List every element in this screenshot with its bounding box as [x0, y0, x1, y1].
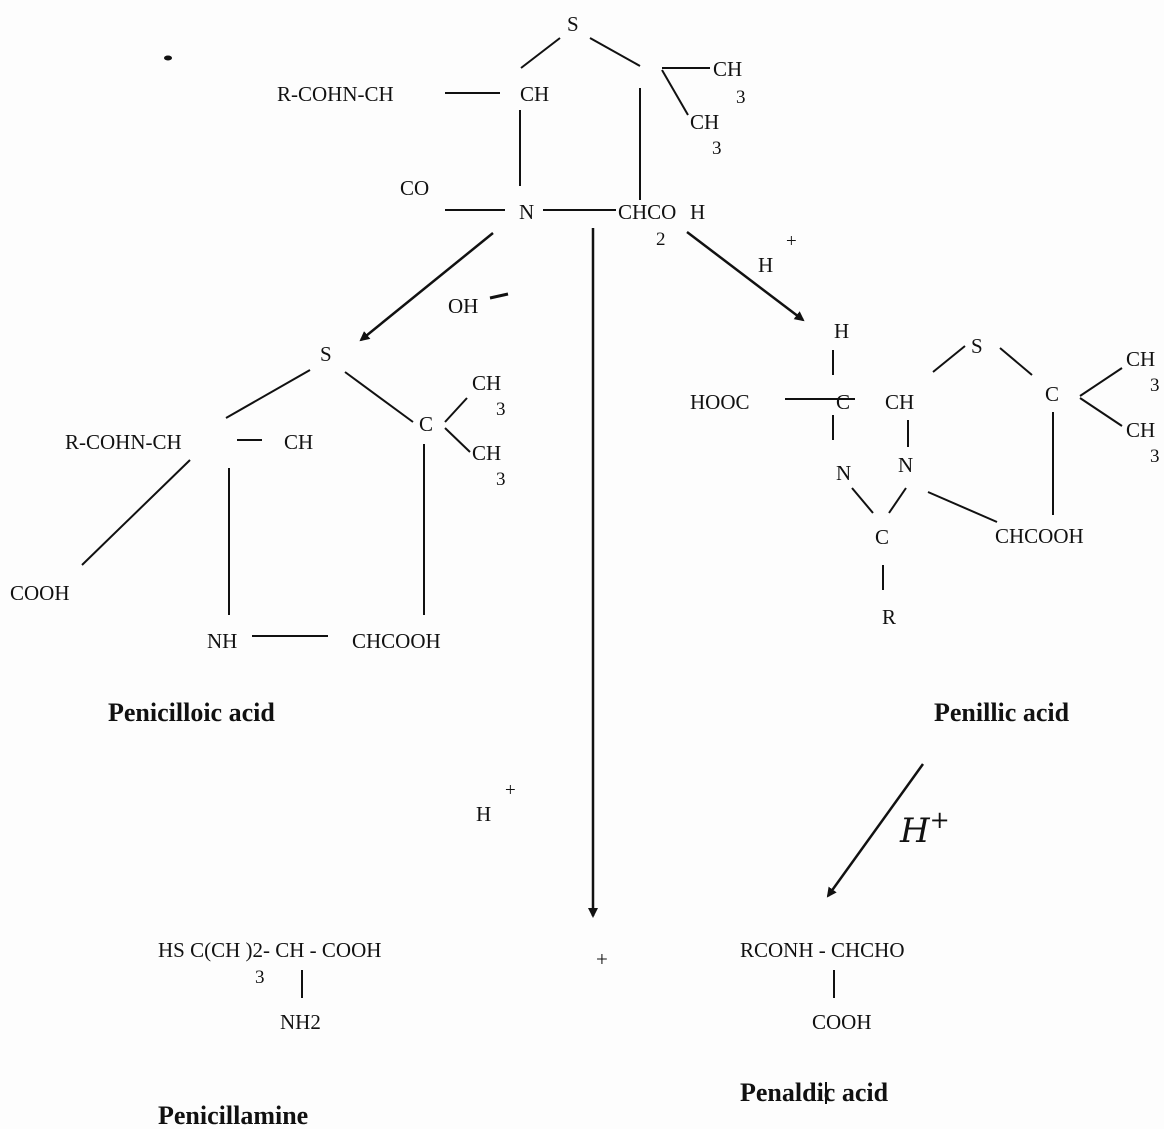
left-ch3b-sub: 3 [496, 469, 506, 490]
reagent-h-mid: H [476, 802, 492, 826]
bond [444, 397, 468, 423]
bond [932, 345, 966, 373]
penaldic-formula: RCONH - CHCHO [740, 938, 905, 962]
right-s: S [971, 334, 983, 358]
bond [344, 371, 414, 423]
right-hooc: HOOC [690, 390, 750, 414]
top-n: N [519, 200, 535, 224]
penicillamine-nh2: NH2 [280, 1010, 321, 1034]
reagent-h-right: H [758, 253, 774, 277]
left-ch: CH [284, 430, 314, 454]
right-ch3b: CH [1126, 418, 1156, 442]
right-c3: C [875, 525, 890, 549]
top-ch: CH [520, 82, 550, 106]
right-c2: C [1045, 382, 1060, 406]
penaldic-cooh: COOH [812, 1010, 872, 1034]
bond [444, 427, 471, 453]
top-rcohn-ch: R-COHN-CH [277, 82, 394, 106]
top-chco-h: H [690, 200, 706, 224]
left-c: C [419, 412, 434, 436]
top-s: S [567, 12, 579, 36]
bond [927, 491, 998, 523]
top-ch3b-sub: 3 [712, 138, 722, 159]
bond [225, 369, 311, 419]
plus-sign: + [596, 947, 608, 971]
reagent-h-handwritten: H+ [900, 806, 950, 851]
top-chco: CHCO [618, 200, 677, 224]
top-co: CO [400, 176, 430, 200]
arrow-to-penaldic [826, 763, 925, 898]
top-chco-sub: 2 [656, 229, 666, 250]
dot-mark [164, 55, 172, 61]
bond [999, 347, 1033, 376]
left-s: S [320, 342, 332, 366]
right-c1: C [836, 390, 851, 414]
bond [661, 69, 689, 116]
top-ch3a: CH [713, 57, 743, 81]
caption-penicillamine: Penicillamine [158, 1101, 309, 1130]
reagent-oh: OH [448, 294, 479, 318]
bond [81, 459, 191, 566]
caption-penicilloic-acid: Penicilloic acid [108, 698, 275, 727]
right-r: R [882, 605, 897, 629]
right-n2: N [898, 453, 914, 477]
bond [1079, 397, 1123, 427]
caption-penaldic-acid: Penaldic acid [740, 1078, 889, 1107]
left-ch3a-sub: 3 [496, 399, 506, 420]
left-cooh: COOH [10, 581, 70, 605]
right-ch3a: CH [1126, 347, 1156, 371]
penicillamine-formula: HS C(CH )2- CH - COOH [158, 938, 382, 962]
left-nh: NH [207, 629, 238, 653]
bond [851, 487, 874, 514]
left-ch3b: CH [472, 441, 502, 465]
oh-mark [489, 292, 509, 300]
left-chcooh: CHCOOH [352, 629, 441, 653]
right-ch3a-sub: 3 [1150, 375, 1160, 396]
caption-penillic-acid: Penillic acid [934, 698, 1070, 727]
reagent-h-right-plus: + [786, 231, 797, 252]
bond [520, 37, 561, 69]
penicillamine-sub: 3 [255, 967, 265, 988]
right-ch: CH [885, 390, 915, 414]
bond [888, 487, 907, 514]
top-ch3a-sub: 3 [736, 87, 746, 108]
bond [589, 37, 641, 67]
left-rcohn-ch: R-COHN-CH [65, 430, 182, 454]
right-n1: N [836, 461, 852, 485]
right-h: H [834, 319, 850, 343]
right-chcooh: CHCOOH [995, 524, 1084, 548]
right-ch3b-sub: 3 [1150, 446, 1160, 467]
left-ch3a: CH [472, 371, 502, 395]
arrow-to-penicilloic [359, 232, 494, 342]
arrow-to-penillic [686, 231, 805, 322]
reagent-h-mid-plus: + [505, 780, 516, 801]
top-ch3b: CH [690, 110, 720, 134]
bond [1079, 367, 1123, 397]
